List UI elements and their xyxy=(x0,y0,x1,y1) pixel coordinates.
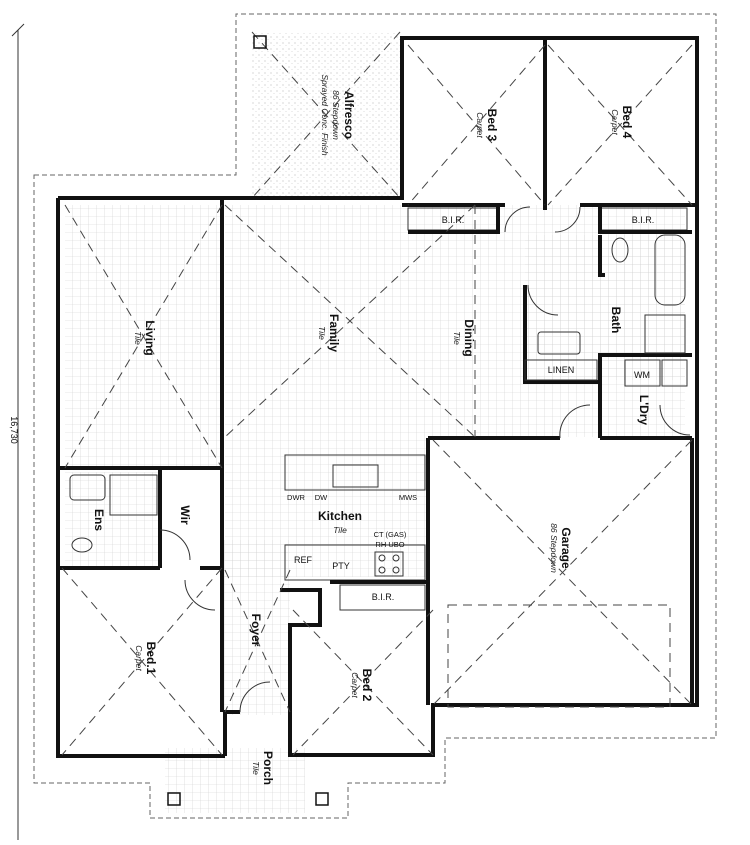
garage-label: Garage xyxy=(559,527,573,569)
kitchen-label: Kitchen xyxy=(318,509,362,523)
bed1-label: Bed.1 xyxy=(144,642,158,675)
alfresco-stepdown: 86 Stepdown xyxy=(331,90,341,140)
living-finish: Tile xyxy=(133,331,143,345)
garage-finish: 86 Stepdown xyxy=(549,523,559,573)
bir-bed4-label: B.I.R. xyxy=(632,215,655,225)
ct-gas-label: CT (GAS) xyxy=(374,530,407,539)
bed4-label: Bed 4 xyxy=(620,106,634,139)
bed2-label: Bed 2 xyxy=(360,669,374,702)
family-finish: Tile xyxy=(317,326,327,340)
kitchen-finish: Tile xyxy=(333,525,347,535)
posts xyxy=(167,35,329,806)
floor-tiling xyxy=(65,32,685,813)
bed3-label: Bed 3 xyxy=(485,109,499,142)
external-walls xyxy=(56,36,699,758)
bir-bed2-label: B.I.R. xyxy=(372,592,395,602)
ens-label: Ens xyxy=(92,509,106,531)
dimension-text: 16,730 xyxy=(9,416,19,444)
living-label: Living xyxy=(143,320,157,355)
foyer-label: Foyer xyxy=(249,614,263,647)
wm-label: WM xyxy=(634,370,650,380)
bath-laundry-walls xyxy=(523,234,692,438)
linen-label: LINEN xyxy=(548,365,575,375)
rh-ubo-label: RH UBO xyxy=(375,540,404,549)
mws-label: MWS xyxy=(399,493,417,502)
bed1-bed2-walls xyxy=(56,568,428,756)
door-swings xyxy=(159,206,691,713)
alfresco-finish: Sprayed Conc. Finish xyxy=(320,74,330,156)
bed3-finish: Carpet xyxy=(475,112,485,138)
dw-label: DW xyxy=(315,493,328,502)
bath-label: Bath xyxy=(609,307,623,334)
bir-bed3-label: B.I.R. xyxy=(442,215,465,225)
bed2-finish: Carpet xyxy=(350,672,360,698)
dwr-label: DWR xyxy=(287,493,305,502)
wir-label: Wir xyxy=(178,505,192,525)
dimension-line: 16,730 xyxy=(9,23,25,840)
family-label: Family xyxy=(327,314,341,352)
dining-finish: Tile xyxy=(452,331,462,345)
porch-finish: Tile xyxy=(251,761,261,775)
fixture-labels: B.I.R. B.I.R. B.I.R. LINEN WM L'Dry DWR … xyxy=(287,215,654,602)
pty-label: PTY xyxy=(332,561,350,571)
ldry-label: L'Dry xyxy=(637,395,651,426)
porch-label: Porch xyxy=(261,751,275,785)
alfresco-label: Alfresco xyxy=(342,91,356,139)
room-labels: Alfresco 86 Stepdown Sprayed Conc. Finis… xyxy=(92,74,634,785)
bed4-finish: Carpet xyxy=(610,109,620,135)
ref-label: REF xyxy=(294,555,313,565)
dining-label: Dining xyxy=(462,319,476,356)
roof-eave-outline xyxy=(33,13,717,819)
room-diagonals xyxy=(61,31,693,756)
bed1-finish: Carpet xyxy=(134,645,144,671)
bed3-bed4-walls xyxy=(402,38,697,234)
